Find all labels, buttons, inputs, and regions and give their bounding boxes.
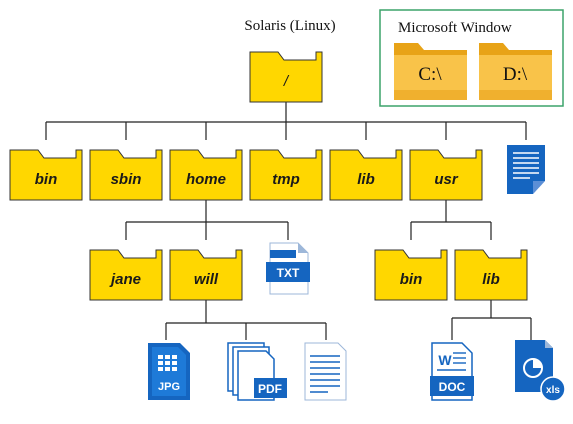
folder-usr-bin[interactable]: bin <box>374 249 448 301</box>
txt-file-icon[interactable]: TXT <box>266 242 310 295</box>
folder-usr[interactable]: usr <box>409 149 483 201</box>
folder-label: will <box>194 271 219 288</box>
doc-file-icon[interactable]: W DOC <box>430 342 474 401</box>
folder-home[interactable]: home <box>169 149 243 201</box>
doc-label: DOC <box>439 380 466 394</box>
xls-label: xls <box>546 385 560 396</box>
windows-title: Microsoft Window <box>398 20 512 36</box>
drive-c-folder[interactable]: C:\ <box>394 43 467 100</box>
pdf-label: PDF <box>258 382 282 396</box>
folder-label: jane <box>109 271 141 288</box>
folder-label: bin <box>35 171 58 188</box>
folder-tmp[interactable]: tmp <box>249 149 323 201</box>
tree-connectors <box>45 102 532 340</box>
jpg-label: JPG <box>158 381 180 393</box>
folder-label: bin <box>400 271 423 288</box>
txt-label: TXT <box>277 266 300 280</box>
folder-sbin[interactable]: sbin <box>89 149 163 201</box>
jpg-file-icon[interactable]: JPG <box>148 343 190 400</box>
xls-file-icon[interactable]: xls <box>515 340 566 402</box>
windows-panel: Microsoft Window C:\ D:\ <box>379 9 564 107</box>
document-icon[interactable] <box>507 145 545 194</box>
folder-usr-lib[interactable]: lib <box>454 249 528 301</box>
drive-c-label: C:\ <box>418 64 442 85</box>
folder-label: usr <box>434 171 459 188</box>
pdf-file-icon[interactable]: PDF <box>227 342 287 401</box>
folder-bin[interactable]: bin <box>9 149 83 201</box>
drive-d-label: D:\ <box>503 64 528 85</box>
folder-jane[interactable]: jane <box>89 249 163 301</box>
folder-label: tmp <box>272 171 300 188</box>
folder-lib[interactable]: lib <box>329 149 403 201</box>
folder-label: lib <box>482 271 500 288</box>
root-folder-label: / <box>283 73 290 90</box>
doc-letter: W <box>438 352 452 368</box>
folder-will[interactable]: will <box>169 249 243 301</box>
folder-label: lib <box>357 171 375 188</box>
root-folder[interactable]: / <box>249 51 323 103</box>
folder-label: sbin <box>111 171 142 188</box>
root-title: Solaris (Linux) <box>244 18 335 34</box>
folder-label: home <box>186 171 226 188</box>
drive-d-folder[interactable]: D:\ <box>479 43 552 100</box>
text-file-icon[interactable] <box>304 342 347 401</box>
